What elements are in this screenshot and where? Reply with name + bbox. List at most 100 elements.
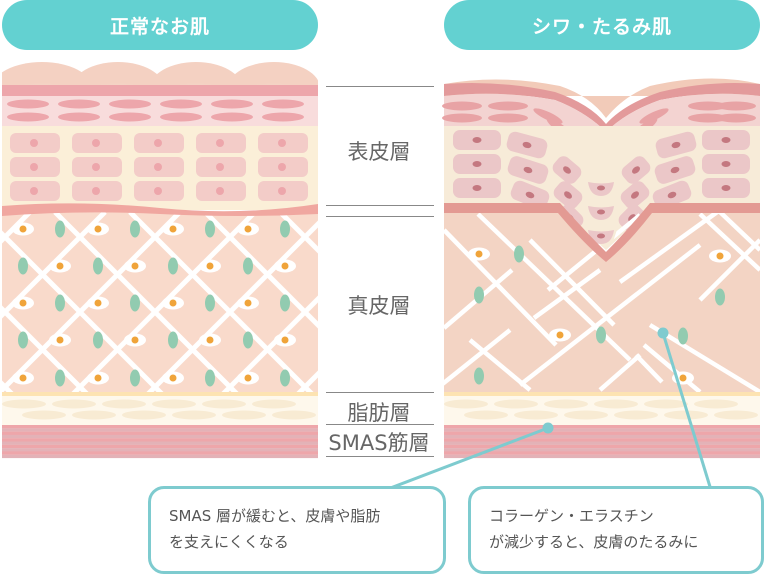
cell-nucleus	[30, 187, 38, 195]
collagen-fiber-broken	[634, 353, 664, 384]
fibroblast-nucleus	[281, 262, 289, 270]
cell-nucleus	[216, 139, 224, 147]
fibroblast-nucleus	[716, 252, 724, 260]
collagen-fiber	[278, 212, 318, 254]
fibroblast-nucleus	[244, 225, 252, 233]
fat-cells	[2, 399, 316, 420]
cell-nucleus	[472, 185, 482, 191]
cell-nucleus	[523, 166, 533, 174]
wrinkled-skin-header: シワ・たるみ肌	[444, 0, 760, 50]
flat-cell	[7, 99, 49, 109]
elastin-node	[474, 286, 484, 304]
collagen-fiber-broken	[532, 268, 602, 320]
collagen-callout-line1: コラーゲン・エラスチン	[489, 507, 654, 525]
fibroblast-nucleus	[206, 336, 214, 344]
cell-nucleus	[278, 187, 286, 195]
label-smas: SMAS筋層	[328, 431, 430, 455]
label-fat: 脂肪層	[347, 401, 411, 425]
fibroblast-nucleus	[281, 336, 289, 344]
fat-cell	[122, 410, 166, 420]
elastin-node	[130, 369, 140, 387]
collagen-fiber-broken	[546, 213, 642, 292]
cell-nucleus	[563, 166, 571, 174]
collagen-fiber-broken	[528, 238, 616, 327]
collagen-fiber-broken	[698, 238, 760, 302]
elastin-node	[205, 220, 215, 238]
smas-stripe	[2, 444, 318, 449]
elastin-node	[205, 369, 215, 387]
collagen-callout: コラーゲン・エラスチン が減少すると、皮膚のたるみに	[468, 486, 764, 574]
flat-cell	[7, 112, 49, 122]
fat-cell	[544, 399, 588, 409]
elastin-node	[596, 326, 606, 344]
fibroblast-nucleus	[94, 225, 102, 233]
fibroblast-nucleus	[556, 331, 564, 339]
cell-nucleus	[597, 233, 605, 239]
smas-stripe	[444, 451, 760, 455]
dermis-cells	[12, 220, 296, 387]
elastin-node	[130, 294, 140, 312]
cell-nucleus	[278, 163, 286, 171]
fibroblast-nucleus	[244, 299, 252, 307]
fibroblast-nucleus	[475, 250, 483, 258]
collagen-fiber-broken	[648, 323, 760, 394]
elastin-node	[93, 257, 103, 275]
collagen-callout-pointer	[661, 332, 713, 491]
cell-nucleus	[670, 166, 680, 174]
collagen-fiber-broken	[518, 243, 702, 387]
fat-boundary	[2, 392, 318, 396]
divider-epidermis-dermis-b	[326, 216, 434, 217]
wrinkled-skin-illustration	[442, 78, 760, 459]
elastin-node	[474, 367, 484, 385]
smas-stripe	[444, 441, 760, 445]
smas-stripe	[444, 444, 760, 449]
elastin-node	[168, 331, 178, 349]
flat-cell	[58, 99, 100, 109]
smas-stripe	[444, 438, 760, 442]
cell-nucleus	[597, 209, 605, 215]
cell-nucleus	[92, 139, 100, 147]
basement-membrane	[2, 203, 318, 216]
fibroblast-nucleus	[169, 374, 177, 382]
flat-cell-bent	[639, 108, 669, 124]
flat-cell	[688, 113, 728, 123]
collagen-fiber-broken	[618, 208, 722, 284]
cell-nucleus	[671, 141, 681, 149]
fat-cell	[444, 399, 488, 409]
fibroblast-nucleus	[169, 225, 177, 233]
flat-cell-bent	[533, 108, 563, 124]
label-epidermis: 表皮層	[347, 140, 411, 164]
smas-stripe	[444, 448, 760, 452]
fibroblast-nucleus	[56, 336, 64, 344]
cell-nucleus	[30, 163, 38, 171]
fibroblast-nucleus	[131, 336, 139, 344]
cell-nucleus	[667, 191, 677, 199]
stratum-corneum	[2, 85, 318, 96]
fat-cell	[714, 410, 758, 420]
cell-nucleus	[721, 185, 731, 191]
flat-cell	[716, 101, 756, 111]
fibroblast-nucleus	[19, 225, 27, 233]
flattened-cells	[7, 99, 304, 122]
fibroblast-nucleus	[169, 299, 177, 307]
normal-skin-illustration	[2, 62, 318, 459]
smas-stripe	[444, 425, 760, 429]
fibroblast-nucleus	[94, 374, 102, 382]
smas-stripe	[444, 434, 760, 439]
cell-nucleus	[631, 191, 639, 199]
divider-epidermis-dermis-a	[326, 205, 434, 206]
smas-stripe	[2, 438, 318, 442]
stratum-corneum-fold	[444, 83, 760, 132]
cell-nucleus	[564, 191, 572, 199]
smas-stripe	[2, 451, 318, 455]
cell-nucleus	[525, 191, 535, 199]
flat-cell	[262, 112, 304, 122]
fibroblast-nucleus	[94, 299, 102, 307]
fat-cell	[252, 399, 296, 409]
flat-cell	[58, 112, 100, 122]
fat-cell	[152, 399, 196, 409]
elastin-node	[55, 294, 65, 312]
flat-cell	[442, 101, 482, 111]
fat-cell	[172, 410, 216, 420]
flat-cell	[262, 99, 304, 109]
